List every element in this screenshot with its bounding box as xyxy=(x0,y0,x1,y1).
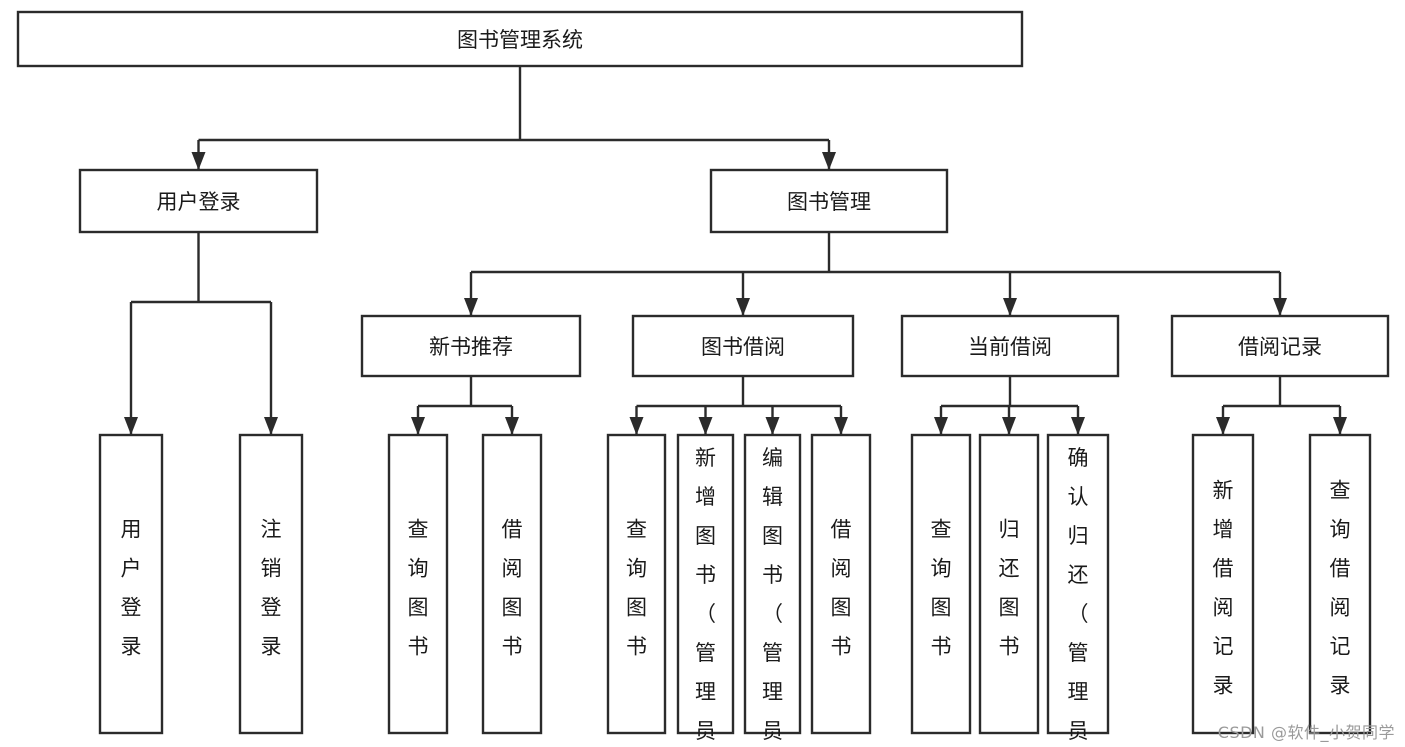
node-leaf-add-record-box xyxy=(1191,433,1255,735)
node-leaf-return-book[interactable]: 归还图书 xyxy=(978,433,1040,735)
node-leaf-edit-book-label: 编辑图书（管理员） xyxy=(762,446,783,747)
node-new-book-recommend-label: 新书推荐 xyxy=(429,335,513,359)
edge-root-arrowhead-0 xyxy=(191,152,206,170)
node-current-borrow[interactable]: 当前借阅 xyxy=(900,314,1120,378)
node-leaf-edit-book-box xyxy=(743,433,802,735)
node-leaf-add-record-label: 新增借阅记录 xyxy=(1213,478,1234,697)
edge-user-login-arrowhead-1 xyxy=(264,417,278,435)
edge-user-login-arrowhead-0 xyxy=(124,417,138,435)
node-book-borrow-box xyxy=(631,314,855,378)
edge-book-borrow-arrowhead-1 xyxy=(698,417,713,435)
node-leaf-confirm-return-label: 确认归还（管理员） xyxy=(1068,446,1089,747)
node-current-borrow-label: 当前借阅 xyxy=(968,335,1052,359)
edge-new-book-recommend-arrowhead-1 xyxy=(505,417,519,435)
node-leaf-user-login-label: 用户登录 xyxy=(121,517,142,658)
edge-book-borrow-arrowhead-3 xyxy=(834,417,848,435)
node-leaf-borrow-book-2-label: 借阅图书 xyxy=(831,517,852,658)
node-current-borrow-box xyxy=(900,314,1120,378)
edge-new-book-recommend-arrowhead-0 xyxy=(411,417,425,435)
node-book-borrow-label: 图书借阅 xyxy=(701,335,785,359)
node-leaf-add-book-box xyxy=(676,433,735,735)
node-leaf-query-book-2-label: 查询图书 xyxy=(626,517,647,658)
edge-root-arrowhead-1 xyxy=(822,152,836,170)
node-leaf-borrow-book-1-label: 借阅图书 xyxy=(502,517,523,658)
node-group: 图书管理系统用户登录图书管理新书推荐图书借阅当前借阅借阅记录用户登录注销登录查询… xyxy=(16,10,1390,747)
node-leaf-return-book-box xyxy=(978,433,1040,735)
node-leaf-query-book-2-box xyxy=(606,433,667,735)
node-leaf-query-record-label: 查询借阅记录 xyxy=(1330,478,1351,697)
edge-current-borrow-arrowhead-0 xyxy=(934,417,948,435)
edge-group xyxy=(124,66,1347,435)
node-borrow-record[interactable]: 借阅记录 xyxy=(1170,314,1390,378)
node-user-login-label: 用户登录 xyxy=(157,190,241,214)
edge-current-borrow-arrowhead-2 xyxy=(1071,417,1085,435)
node-leaf-query-book-3-label: 查询图书 xyxy=(931,517,952,658)
edge-book-borrow-arrowhead-2 xyxy=(765,417,780,435)
node-book-manage[interactable]: 图书管理 xyxy=(709,168,949,234)
node-user-login-box xyxy=(78,168,319,234)
node-leaf-query-book-1-label: 查询图书 xyxy=(408,517,429,658)
edge-book-borrow-arrowhead-0 xyxy=(629,417,644,435)
node-borrow-record-label: 借阅记录 xyxy=(1238,335,1322,359)
node-leaf-user-logout[interactable]: 注销登录 xyxy=(238,433,304,735)
edge-book-manage-arrowhead-0 xyxy=(464,298,478,316)
node-new-book-recommend[interactable]: 新书推荐 xyxy=(360,314,582,378)
watermark-text: CSDN @软件_小贺同学 xyxy=(1217,723,1395,742)
node-book-borrow[interactable]: 图书借阅 xyxy=(631,314,855,378)
node-borrow-record-box xyxy=(1170,314,1390,378)
node-leaf-edit-book[interactable]: 编辑图书（管理员） xyxy=(743,433,802,747)
node-leaf-query-record-box xyxy=(1308,433,1372,735)
node-leaf-query-book-3-box xyxy=(910,433,972,735)
node-leaf-borrow-book-2[interactable]: 借阅图书 xyxy=(810,433,872,735)
edge-borrow-record-arrowhead-1 xyxy=(1333,417,1347,435)
node-leaf-borrow-book-1-box xyxy=(481,433,543,735)
node-leaf-add-record[interactable]: 新增借阅记录 xyxy=(1191,433,1255,735)
edge-book-manage-arrowhead-1 xyxy=(736,298,750,316)
node-leaf-user-logout-box xyxy=(238,433,304,735)
node-leaf-user-logout-label: 注销登录 xyxy=(261,517,282,658)
node-leaf-query-book-1-box xyxy=(387,433,449,735)
edge-book-manage-arrowhead-3 xyxy=(1273,298,1287,316)
node-leaf-borrow-book-1[interactable]: 借阅图书 xyxy=(481,433,543,735)
node-root-system-label: 图书管理系统 xyxy=(457,28,583,52)
node-leaf-user-login[interactable]: 用户登录 xyxy=(98,433,164,735)
node-root-system[interactable]: 图书管理系统 xyxy=(16,10,1024,68)
edge-current-borrow-arrowhead-1 xyxy=(1002,417,1016,435)
node-new-book-recommend-box xyxy=(360,314,582,378)
node-leaf-confirm-return-box xyxy=(1046,433,1110,735)
node-leaf-add-book[interactable]: 新增图书（管理员） xyxy=(676,433,735,747)
edge-borrow-record-arrowhead-0 xyxy=(1216,417,1230,435)
node-leaf-user-login-box xyxy=(98,433,164,735)
node-leaf-query-book-2[interactable]: 查询图书 xyxy=(606,433,667,735)
node-leaf-confirm-return[interactable]: 确认归还（管理员） xyxy=(1046,433,1110,747)
node-user-login[interactable]: 用户登录 xyxy=(78,168,319,234)
edge-book-manage-arrowhead-2 xyxy=(1003,298,1017,316)
node-book-manage-label: 图书管理 xyxy=(787,190,871,214)
node-leaf-borrow-book-2-box xyxy=(810,433,872,735)
node-leaf-query-record[interactable]: 查询借阅记录 xyxy=(1308,433,1372,735)
node-leaf-return-book-label: 归还图书 xyxy=(999,517,1020,658)
node-root-system-box xyxy=(16,10,1024,68)
node-leaf-query-book-3[interactable]: 查询图书 xyxy=(910,433,972,735)
node-leaf-add-book-label: 新增图书（管理员） xyxy=(695,446,716,747)
node-leaf-query-book-1[interactable]: 查询图书 xyxy=(387,433,449,735)
node-book-manage-box xyxy=(709,168,949,234)
